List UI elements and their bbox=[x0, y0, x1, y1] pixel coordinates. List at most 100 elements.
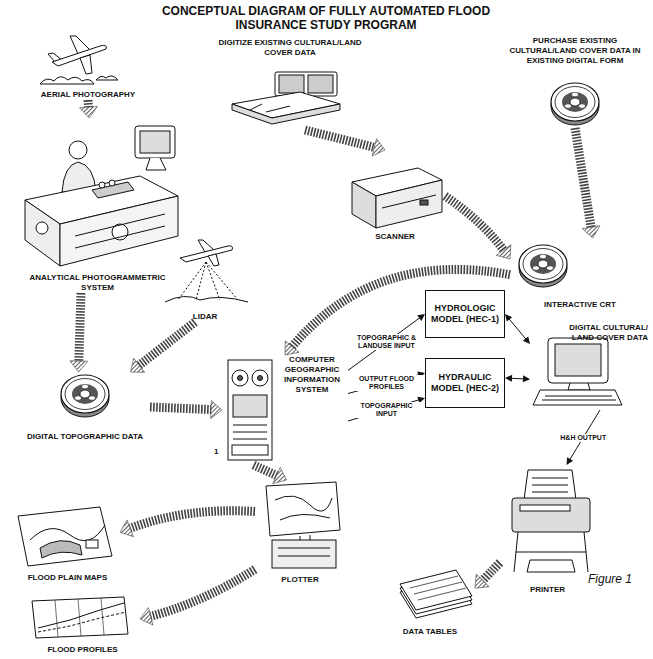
gis-cabinet-icon bbox=[233, 395, 267, 417]
lidar-icon bbox=[178, 262, 238, 300]
plotter-icon bbox=[266, 482, 340, 568]
printer-icon bbox=[520, 505, 570, 511]
flow-arrow bbox=[140, 569, 255, 625]
gis-cabinet-icon bbox=[228, 360, 272, 460]
plotter-icon bbox=[278, 548, 330, 556]
data-link-arrow bbox=[348, 371, 425, 393]
photogrammetric-workstation bbox=[25, 200, 60, 266]
arrowhead bbox=[505, 314, 512, 322]
tape-reel bbox=[519, 245, 567, 287]
item-label: DIGITIZE EXISTING CULTURAL/LAND COVER DA… bbox=[215, 38, 365, 58]
printer-icon bbox=[527, 560, 575, 572]
tape-reel bbox=[551, 83, 599, 125]
crt-terminal-icon bbox=[555, 344, 601, 376]
process-box: HYDROLOGIC MODEL (HEC-1) bbox=[425, 290, 505, 338]
item-label: INTERACTIVE CRT bbox=[530, 300, 630, 310]
airplane-icon bbox=[80, 55, 92, 74]
flood-profile-icon bbox=[32, 597, 128, 638]
flood-map-icon bbox=[86, 540, 98, 548]
printer-icon bbox=[512, 498, 590, 532]
flow-arrow bbox=[70, 293, 88, 372]
item-label-group: DIGITAL CULTURAL/ LAND COVER DATA bbox=[556, 323, 648, 343]
item-label: PLOTTER bbox=[255, 575, 345, 585]
photogrammetric-workstation bbox=[60, 196, 178, 266]
plotter-icon bbox=[272, 540, 336, 568]
item-label-group: DIGITAL TOPOGRAPHIC DATA bbox=[20, 432, 150, 442]
crt-terminal-icon bbox=[542, 396, 616, 400]
printer-icon bbox=[524, 470, 576, 500]
item-label: DIGITAL CULTURAL/ LAND COVER DATA bbox=[556, 323, 648, 343]
arrowhead bbox=[582, 226, 600, 238]
flow-arrow bbox=[150, 401, 222, 419]
arrowhead bbox=[80, 106, 98, 118]
scanner-icon bbox=[352, 168, 442, 228]
box-label: HYDRAULIC MODEL (HEC-2) bbox=[429, 372, 501, 394]
data-link-arrow bbox=[348, 314, 425, 370]
flow-arrow bbox=[575, 128, 600, 238]
illustrated-item: PRINTER bbox=[500, 465, 595, 595]
arrowhead bbox=[372, 139, 385, 156]
arrowhead bbox=[211, 401, 222, 419]
item-label: LIDAR bbox=[155, 312, 255, 322]
scanner-icon bbox=[376, 180, 442, 228]
arrowhead bbox=[567, 457, 574, 465]
arrowhead bbox=[417, 314, 425, 321]
illustrated-item: DIGITAL TOPOGRAPHIC DATA bbox=[20, 372, 150, 442]
diagram-title: CONCEPTUAL DIAGRAM OF FULLY AUTOMATED FL… bbox=[146, 4, 506, 32]
crt-terminal-icon bbox=[548, 338, 608, 383]
lidar-icon bbox=[165, 296, 248, 302]
tape-reel bbox=[61, 375, 109, 417]
flood-profile-icon bbox=[32, 597, 128, 638]
digitizer-icon bbox=[275, 72, 337, 96]
printer-icon bbox=[532, 478, 568, 492]
gis-cabinet-icon bbox=[232, 370, 248, 386]
scanner-icon bbox=[382, 195, 436, 208]
item-label: PRINTER bbox=[500, 585, 595, 595]
digitizer-icon bbox=[232, 72, 340, 124]
flood-map-icon bbox=[18, 507, 112, 566]
illustrated-item: FLOOD PLAIN MAPS bbox=[15, 505, 120, 583]
illustrated-item: DIGITIZE EXISTING CULTURAL/LAND COVER DA… bbox=[215, 38, 365, 130]
hatched-arrow-shaft bbox=[575, 128, 591, 229]
photogrammetric-workstation bbox=[99, 182, 105, 188]
photogrammetric-workstation bbox=[75, 214, 165, 248]
scanner-icon bbox=[352, 182, 376, 228]
arrowhead bbox=[120, 520, 134, 537]
flood-profile-icon bbox=[38, 612, 126, 632]
arrowhead bbox=[496, 245, 511, 259]
box-label: HYDROLOGIC MODEL (HEC-1) bbox=[429, 303, 501, 325]
item-label: DIGITAL TOPOGRAPHIC DATA bbox=[20, 432, 150, 442]
item-label-group: HYDROLOGIC MODEL (HEC-1) bbox=[429, 303, 501, 325]
photogrammetric-workstation bbox=[140, 131, 170, 153]
airplane-icon bbox=[96, 76, 118, 80]
flood-profile-icon bbox=[55, 598, 104, 637]
gis-cabinet-icon bbox=[232, 445, 268, 455]
lidar-icon bbox=[165, 240, 248, 302]
data-link-arrow bbox=[505, 314, 530, 344]
arrowhead bbox=[475, 574, 489, 588]
flow-arrow bbox=[445, 196, 511, 259]
edge-label: H&H OUTPUT bbox=[559, 434, 607, 442]
item-label-group: PLOTTER bbox=[255, 575, 345, 585]
item-label: SCANNER bbox=[345, 232, 445, 242]
data-tables-icon bbox=[410, 576, 466, 600]
data-tables-icon bbox=[400, 570, 472, 618]
flood-map-icon bbox=[30, 525, 105, 541]
item-label-group: DIGITIZE EXISTING CULTURAL/LAND COVER DA… bbox=[215, 38, 365, 58]
flood-profile-icon bbox=[38, 603, 124, 628]
flow-arrow bbox=[475, 563, 500, 589]
item-label-group: FLOOD PROFILES bbox=[25, 645, 140, 655]
arrowhead bbox=[523, 375, 530, 382]
illustrated-item: PURCHASE EXISTING CULTURAL/LAND COVER DA… bbox=[505, 36, 645, 128]
item-label-group: PRINTER bbox=[500, 585, 595, 595]
hatched-arrow-shaft bbox=[128, 511, 255, 529]
flood-map-icon bbox=[40, 541, 82, 558]
printer-icon bbox=[512, 470, 590, 572]
flow-arrow bbox=[305, 130, 385, 156]
item-label: COMPUTER GEOGRAPHIC INFORMATION SYSTEM bbox=[276, 355, 348, 395]
item-label-group: INTERACTIVE CRT bbox=[530, 300, 630, 310]
illustrated-item: DIGITAL CULTURAL/ LAND COVER DATA bbox=[510, 238, 648, 343]
arrowhead bbox=[285, 341, 299, 355]
item-label: FLOOD PLAIN MAPS bbox=[15, 573, 120, 583]
item-label-group: AERIAL PHOTOGRAPHY bbox=[28, 90, 148, 100]
